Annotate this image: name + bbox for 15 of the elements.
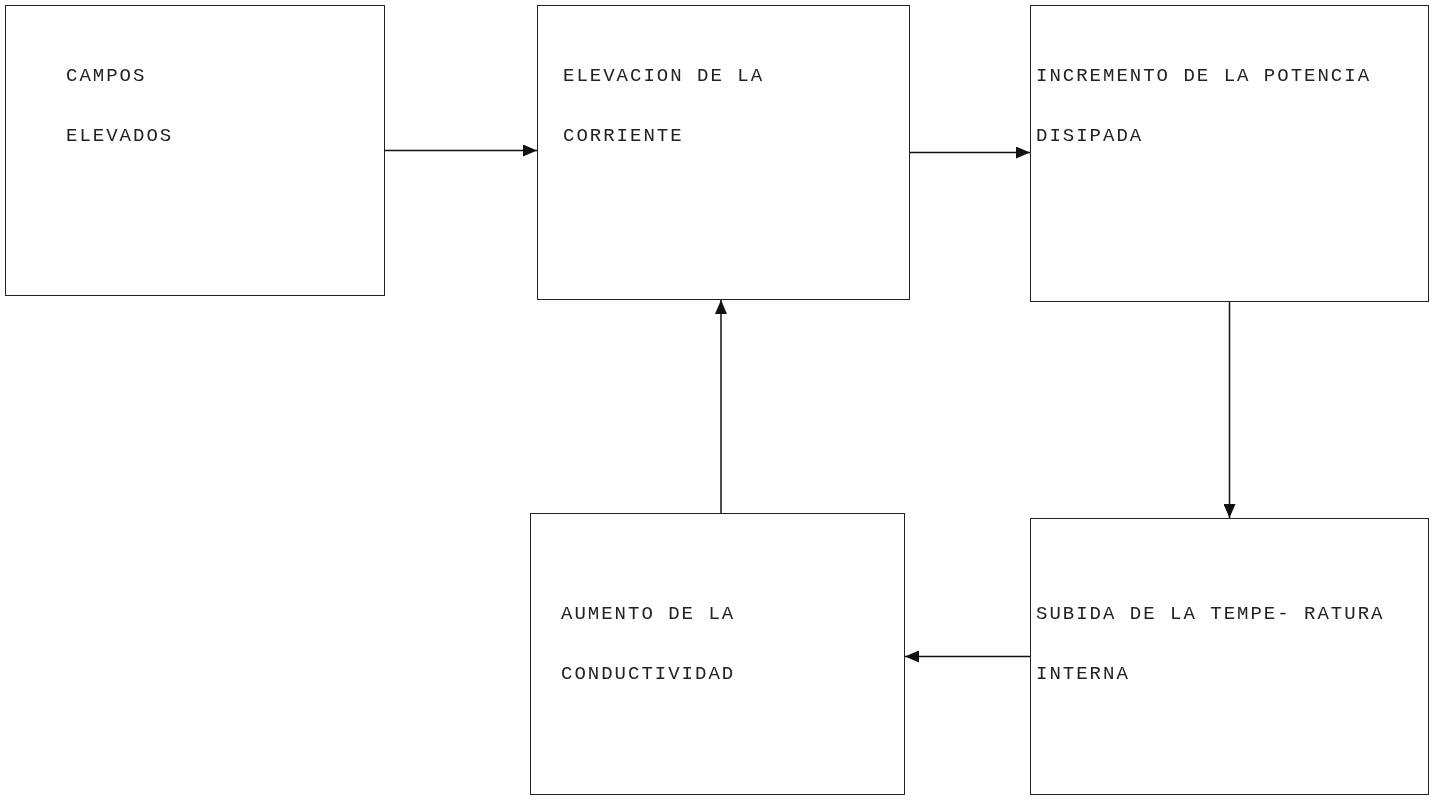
box-label: AUMENTO DE LA CONDUCTIVIDAD xyxy=(561,602,737,687)
arrow xyxy=(904,650,1031,663)
box-label: CAMPOS ELEVADOS xyxy=(66,64,175,149)
box-label: ELEVACION DE LA CORRIENTE xyxy=(563,64,766,149)
process-box xyxy=(1030,5,1429,302)
arrow xyxy=(715,299,727,514)
box-label: INCREMENTO DE LA POTENCIA DISIPADA xyxy=(1036,64,1373,149)
process-box xyxy=(5,5,385,296)
box-label: SUBIDA DE LA TEMPE- RATURA INTERNA xyxy=(1036,602,1386,687)
process-box xyxy=(530,513,905,795)
process-box xyxy=(537,5,910,300)
arrow xyxy=(909,146,1031,159)
arrow xyxy=(1223,301,1236,519)
process-box xyxy=(1030,518,1429,795)
arrow xyxy=(384,144,538,157)
